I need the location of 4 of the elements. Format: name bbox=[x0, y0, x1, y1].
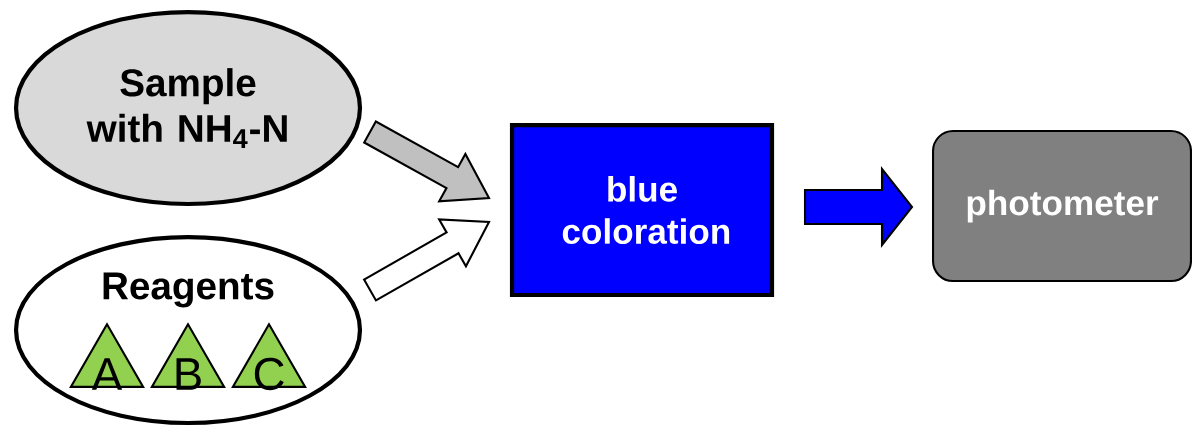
instrument-box: photometer bbox=[931, 129, 1192, 283]
block-arrow bbox=[803, 166, 914, 249]
block-arrow bbox=[362, 120, 491, 203]
process-box: blue coloration bbox=[509, 122, 775, 298]
